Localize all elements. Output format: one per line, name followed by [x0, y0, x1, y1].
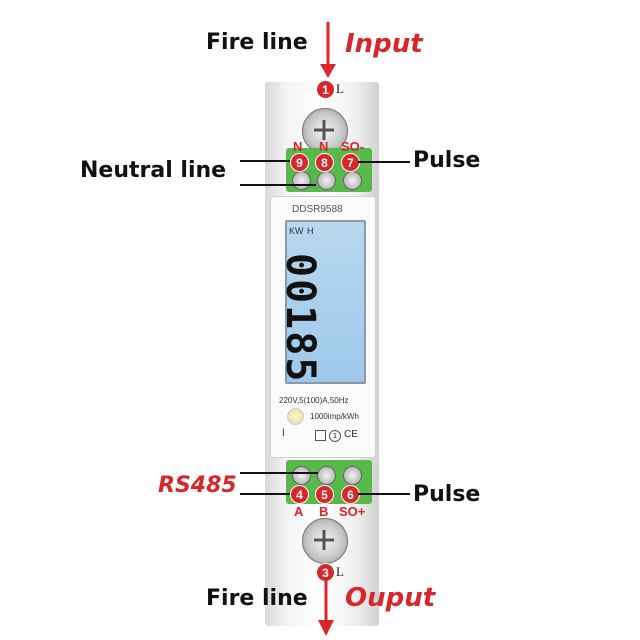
terminal-screw-6 — [343, 466, 362, 485]
lcd-unit-kw: KW — [289, 226, 304, 236]
terminal-4-letter: A — [294, 504, 304, 519]
terminal-3-letter: L — [336, 564, 344, 579]
terminal-6-letter: SO+ — [339, 504, 366, 519]
neutral-line-label: Neutral line — [80, 158, 227, 183]
terminal-3-badge: 3 — [316, 563, 335, 582]
terminal-1-letter: L — [336, 81, 344, 96]
rating-text: 220V,5(100)A,50Hz — [279, 396, 349, 405]
ce-mark: CE — [344, 429, 358, 440]
terminal-8-badge: 8 — [315, 153, 334, 172]
pulse-bottom-leader — [358, 493, 410, 495]
output-arrow-icon — [318, 580, 334, 636]
model-number: DDSR9588 — [292, 204, 343, 215]
neutral-leader-lower — [240, 184, 316, 186]
terminal-screw-7 — [343, 171, 362, 190]
terminal-screw-4 — [292, 466, 311, 485]
lcd-display — [285, 220, 366, 384]
terminal-5-letter: B — [319, 504, 329, 519]
terminal-screw-5 — [317, 466, 336, 485]
terminal-9-letter: N — [293, 139, 303, 154]
pulse-bottom-label: Pulse — [413, 482, 481, 507]
terminal-4-badge: 4 — [290, 485, 309, 504]
input-arrow-icon — [320, 22, 336, 78]
pulse-led — [287, 408, 304, 425]
class-1-icon: 1 — [329, 430, 341, 442]
terminal-1-badge: 1 — [316, 80, 335, 99]
input-label: Input — [345, 29, 423, 59]
terminal-screw-9 — [292, 171, 311, 190]
pulse-top-label: Pulse — [413, 148, 481, 173]
bottom-fire-line-label: Fire line — [206, 586, 308, 611]
top-fire-line-label: Fire line — [206, 30, 308, 55]
top-screw-cross-icon — [314, 120, 334, 140]
rs485-leader-lower — [240, 493, 290, 495]
bottom-screw-cross-icon — [314, 530, 334, 550]
terminal-6-badge: 6 — [341, 485, 360, 504]
terminal-screw-8 — [317, 171, 336, 190]
imp-text: 1000imp/kWh — [310, 412, 359, 421]
thermometer-icon: ⅼ — [282, 428, 285, 439]
lcd-unit-h: H — [307, 226, 314, 236]
pulse-top-leader — [358, 161, 410, 163]
terminal-8-letter: N — [319, 139, 329, 154]
terminal-7-letter: SO- — [341, 139, 365, 154]
rs485-leader-upper — [240, 472, 318, 474]
neutral-leader-upper — [240, 160, 290, 162]
double-insulation-icon — [315, 430, 326, 441]
lcd-reading: 00185 — [277, 253, 323, 384]
output-label: Ouput — [345, 583, 436, 613]
terminal-5-badge: 5 — [315, 485, 334, 504]
rs485-label: RS485 — [158, 473, 237, 498]
terminal-9-badge: 9 — [290, 153, 309, 172]
